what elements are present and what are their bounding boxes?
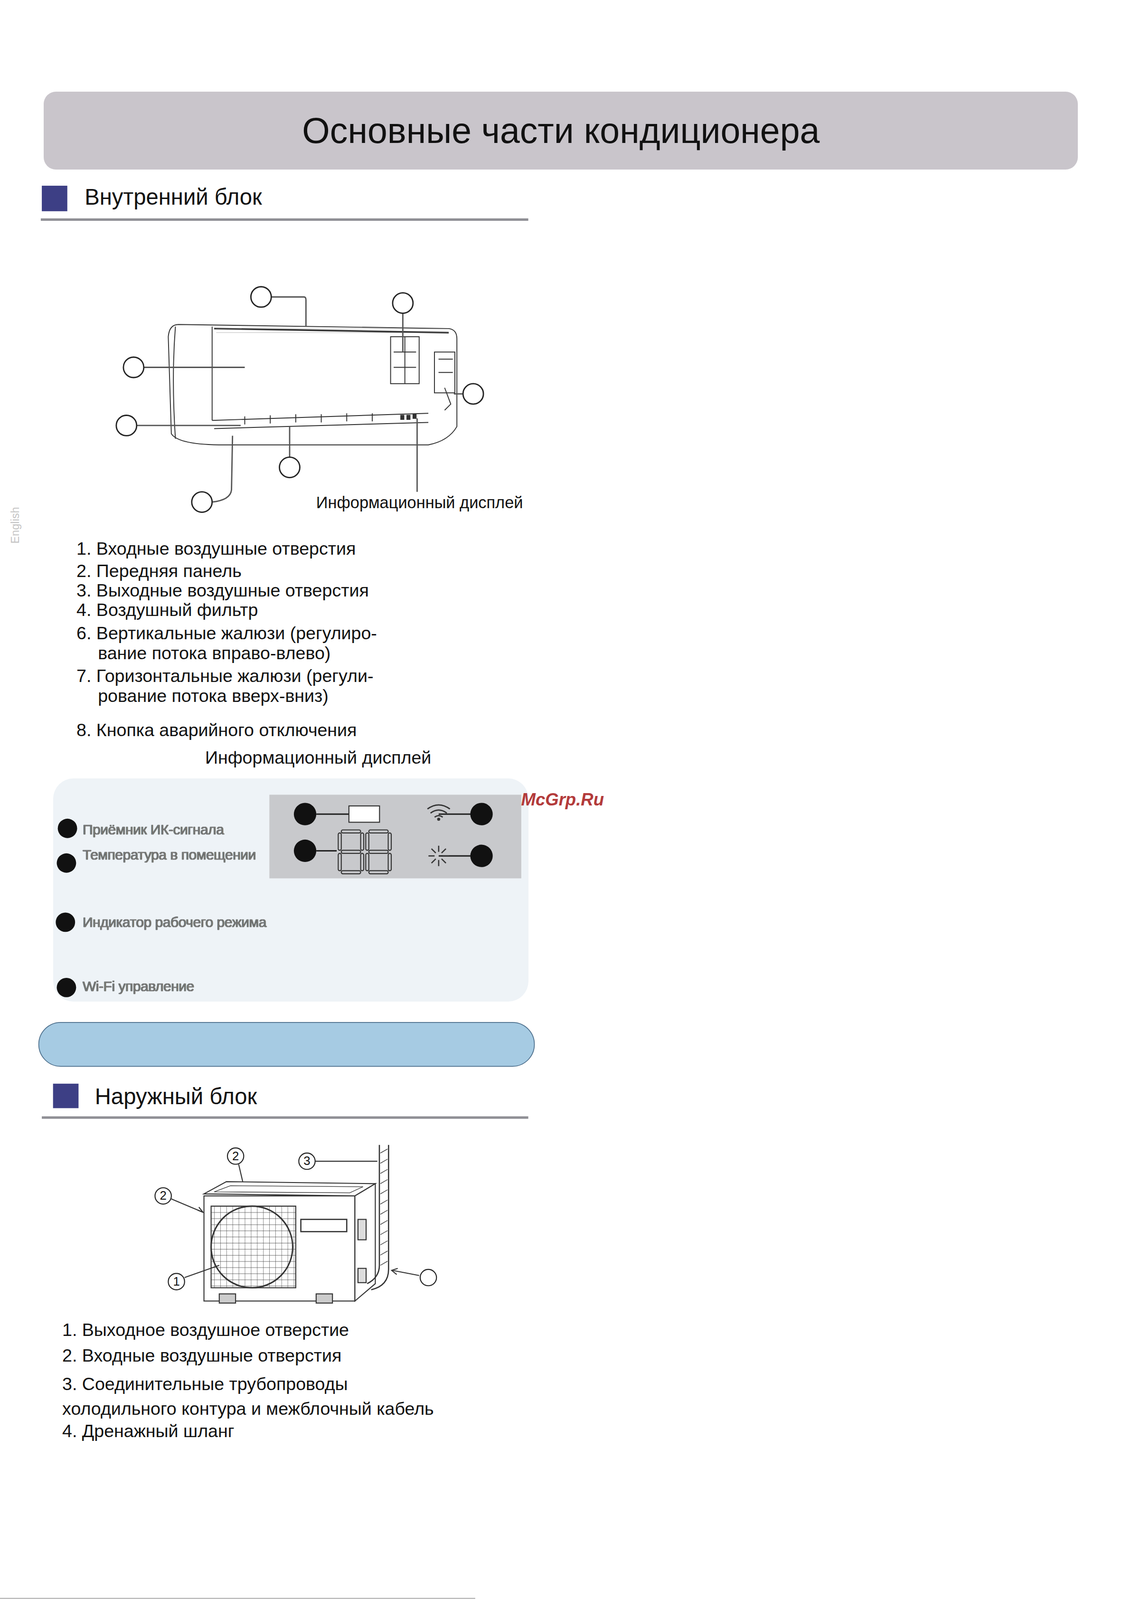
list-item: 4. Воздушный фильтр: [76, 600, 258, 620]
callout-leaders: [171, 1160, 420, 1278]
section-heading: Внутренний блок: [84, 184, 263, 210]
panel-heading: Информационный дисплей: [205, 747, 432, 768]
callout-number: 1: [172, 1274, 180, 1288]
list-item: 2. Входные воздушные отверстия: [62, 1345, 342, 1366]
list-item: 8. Кнопка аварийного отключения: [76, 720, 357, 740]
list-item: 1. Входные воздушные отверстия: [76, 538, 356, 559]
outdoor-unit: [204, 1144, 389, 1303]
list-item: 1. Выходное воздушное отверстие: [62, 1319, 349, 1340]
list-item: 6. Вертикальные жалюзи (регулиро- вание …: [76, 623, 429, 663]
watermark: English: [9, 506, 22, 544]
footer-rule: [0, 1597, 476, 1599]
blue-band: [38, 1022, 535, 1066]
list-item: 2. Передняя панель: [76, 561, 242, 581]
list-item: 3. Соединительные трубопроводы холодильн…: [62, 1371, 455, 1422]
part-label: Информационный дисплей: [316, 493, 524, 512]
list-item: 4. Дренажный шланг: [62, 1421, 235, 1441]
panel-label: Wi-Fi управление: [82, 978, 195, 994]
callout-number: 2: [159, 1188, 167, 1202]
display-drawing: [53, 778, 529, 1002]
watermark: McGrp.Ru: [521, 790, 604, 810]
section-heading: Наружный блок: [94, 1083, 257, 1109]
section-heading-decor: [40, 185, 529, 1119]
panel-label: Температура в помещении: [82, 846, 256, 863]
callout-number: 2: [232, 1148, 239, 1162]
list-item: 3. Выходные воздушные отверстия: [76, 580, 369, 601]
callout-leaders: [136, 296, 463, 502]
panel-label: Приёмник ИК-сигнала: [82, 821, 224, 838]
callout-circle: [154, 1147, 437, 1290]
list-item: 7. Горизонтальные жалюзи (регули- ровани…: [76, 666, 429, 706]
indoor-unit: [168, 324, 457, 445]
callout-circle: [116, 286, 484, 513]
title-band: Основные части кондиционера: [43, 91, 1078, 170]
display-panel: Приёмник ИК-сигналаТемпература в помещен…: [53, 778, 529, 1002]
title-text: Основные части кондиционера: [301, 110, 820, 151]
panel-label: Индикатор рабочего режима: [82, 914, 267, 930]
callout-number: 3: [303, 1153, 311, 1168]
